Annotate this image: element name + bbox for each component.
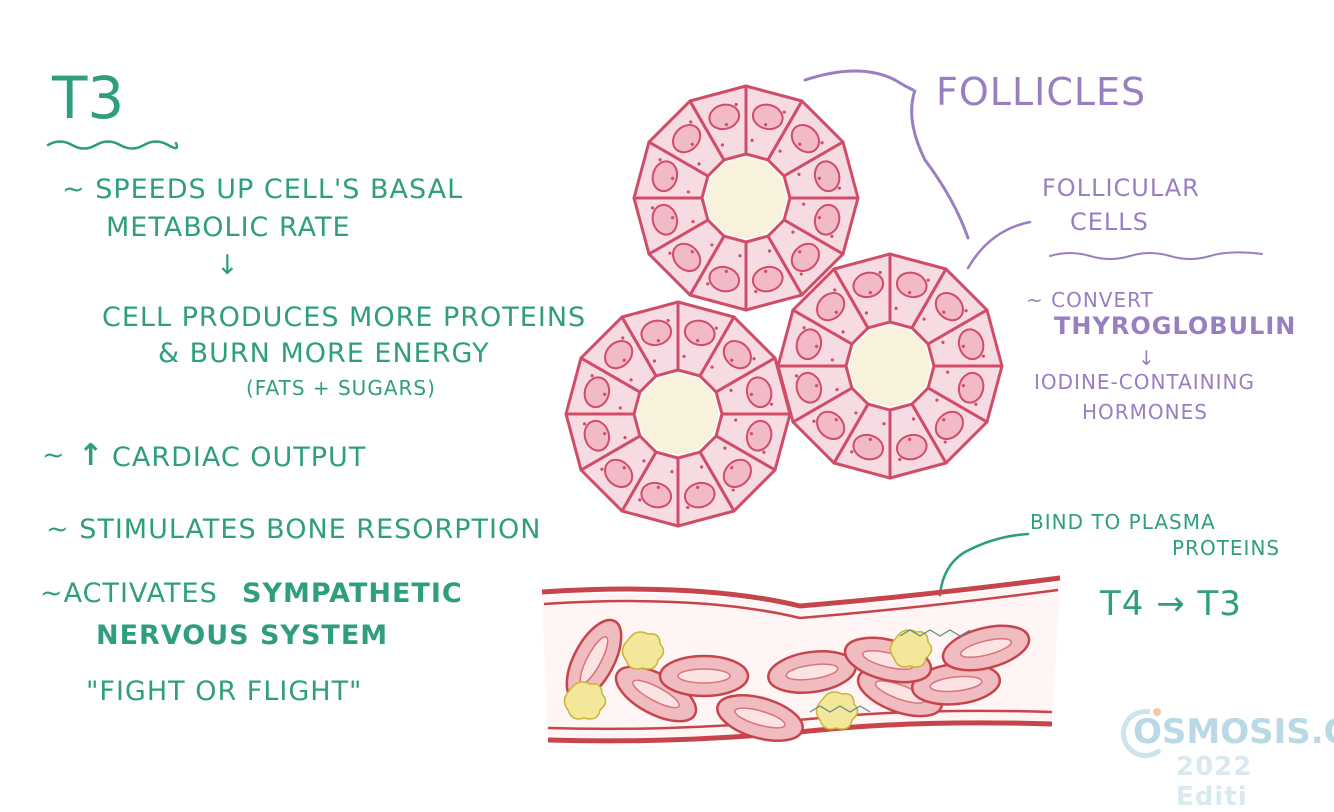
cell-nucleus [816, 292, 846, 322]
bullet-bone-resorption: ~ Stimulates bone resorption [46, 514, 542, 545]
callout-lines [46, 69, 1263, 622]
follicle [632, 84, 860, 312]
label-hormones: hormones [1082, 400, 1208, 424]
colloid [706, 158, 786, 238]
illustration [46, 69, 1263, 759]
cell-nucleus [751, 265, 784, 293]
label-bind-plasma-line2: proteins [1172, 536, 1281, 560]
label-follicular-line2: cells [1070, 208, 1149, 236]
edition-watermark: 2022 Editi [1176, 752, 1253, 812]
cell-nucleus [683, 319, 716, 347]
red-blood-cells [565, 618, 1031, 742]
logo-dot [1153, 708, 1161, 716]
label-bind-plasma-line1: Bind to plasma [1030, 510, 1216, 534]
arrow-down-icon: ↓ [216, 250, 240, 281]
cell-nucleus [745, 376, 773, 409]
cell-nucleus [957, 371, 985, 404]
plasma-protein-chains [809, 629, 971, 713]
cell-nucleus [640, 319, 673, 347]
cell-nucleus [651, 203, 679, 236]
colloid [638, 374, 718, 454]
cell-nucleus [651, 160, 679, 193]
cell-nucleus [795, 371, 823, 404]
cell-nucleus [583, 419, 611, 452]
cell-nucleus [852, 271, 885, 299]
cell-nucleus [604, 458, 634, 488]
page-title: T3 [52, 64, 125, 132]
logo-ring [1120, 709, 1162, 759]
osmosis-logo: OSMOSIS.OI [1133, 712, 1334, 752]
thyroid-hormone-molecules [563, 629, 933, 730]
label-iodine-containing: Iodine-containing [1034, 370, 1255, 394]
bullet-energy-line: & burn more energy [158, 338, 490, 369]
bullet-basal-metabolic-rate-line2: metabolic rate [106, 212, 351, 243]
cell-nucleus [813, 203, 841, 236]
label-convert: ~ Convert [1026, 288, 1154, 312]
bullet-cardiac-output: Cardiac output [112, 442, 367, 473]
cell-nucleus [790, 242, 820, 272]
bullet-fight-or-flight: "Fight or flight" [86, 676, 363, 707]
label-t4-to-t3: T4 → T3 [1100, 584, 1242, 624]
label-arrow-down-icon: ↓ [1138, 346, 1156, 370]
cell-nucleus [604, 340, 634, 370]
label-thyroglobulin: Thyroglobulin [1054, 312, 1297, 340]
blood-vessel [541, 575, 1061, 744]
cell-nucleus [672, 242, 702, 272]
cell-nucleus [672, 124, 702, 154]
cell-nucleus [640, 481, 673, 509]
cell-nucleus [895, 433, 928, 461]
cell-nucleus [708, 265, 741, 293]
cell-nucleus [934, 292, 964, 322]
bullet-cardiac-tilde: ~ [42, 440, 66, 471]
bullet-proteins-line: Cell produces more proteins [102, 302, 587, 333]
follicle [564, 300, 792, 528]
bullet-sympathetic: sympathetic [242, 578, 463, 609]
cell-nucleus [722, 458, 752, 488]
bullet-basal-metabolic-rate-line1: ~ Speeds up cell's basal [62, 174, 464, 205]
arrow-up-icon: ↑ [78, 438, 105, 473]
cell-nucleus [708, 103, 741, 131]
label-follicles: Follicles [936, 70, 1147, 114]
colloid [850, 326, 930, 406]
cell-nucleus [957, 328, 985, 361]
cell-nucleus [745, 419, 773, 452]
label-follicular-line1: Follicular [1042, 174, 1200, 202]
cell-nucleus [683, 481, 716, 509]
cell-nucleus [751, 103, 784, 131]
cell-nucleus [934, 410, 964, 440]
cell-nucleus [583, 376, 611, 409]
cell-nucleus [895, 271, 928, 299]
cell-nucleus [816, 410, 846, 440]
cell-nucleus [722, 340, 752, 370]
thyroid-follicles [564, 84, 1004, 528]
bullet-fats-sugars-line: (fats + sugars) [246, 376, 436, 400]
bullet-activates: ~Activates [40, 578, 218, 609]
cell-nucleus [852, 433, 885, 461]
cell-nucleus [813, 160, 841, 193]
cell-nucleus [790, 124, 820, 154]
cell-nucleus [795, 328, 823, 361]
bullet-nervous-system: nervous system [96, 620, 389, 651]
follicle [776, 252, 1004, 480]
